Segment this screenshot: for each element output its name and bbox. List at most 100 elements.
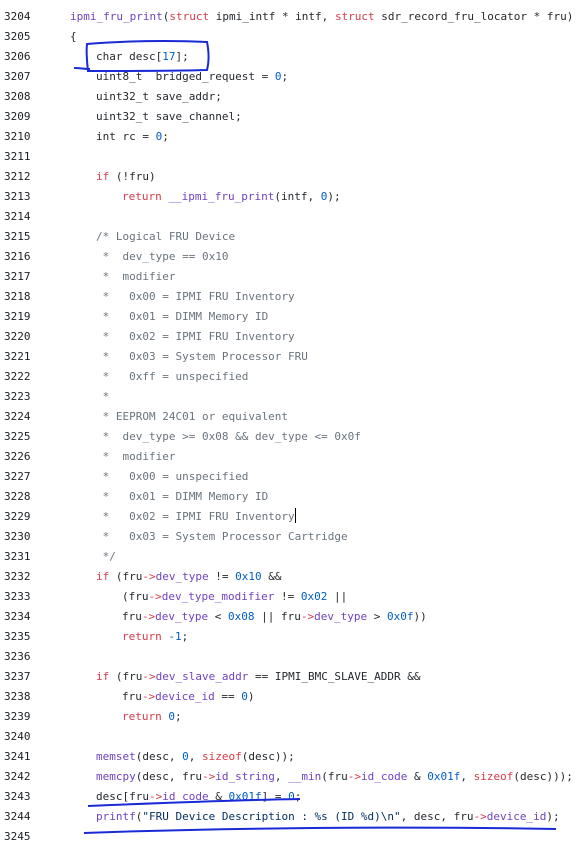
line-number[interactable]: 3207 [4,70,31,83]
code-token: (desc)); [241,750,295,763]
code-token: ( [135,810,143,823]
line-number[interactable]: 3206 [4,50,31,63]
code-line: 3217 * modifier [0,267,581,287]
line-number[interactable]: 3227 [4,470,31,483]
line-number[interactable]: 3244 [4,810,31,823]
code-token: return [122,630,162,643]
code-token: ) [247,690,255,703]
code-text: /* Logical FRU Device [58,227,235,247]
line-number[interactable]: 3205 [4,30,31,43]
line-number[interactable]: 3234 [4,610,31,623]
code-token: device_id [155,690,215,703]
line-number[interactable]: 3238 [4,690,31,703]
line-number[interactable]: 3243 [4,790,31,803]
line-number[interactable]: 3229 [4,510,31,523]
code-text [32,147,70,167]
line-number[interactable]: 3216 [4,250,31,263]
code-token: device_id [486,810,547,823]
code-line: 3221 * 0x03 = System Processor FRU [0,347,581,367]
code-token: * 0x02 = IPMI FRU Inventory [96,510,295,523]
code-line: 3236 [0,647,581,667]
line-number[interactable]: 3225 [4,430,31,443]
line-number[interactable]: 3232 [4,570,31,583]
line-number[interactable]: 3217 [4,270,31,283]
code-line: 3228 * 0x01 = DIMM Memory ID [0,487,581,507]
code-text: * dev_type == 0x10 [58,247,229,267]
line-number[interactable]: 3237 [4,670,31,683]
code-token: 0 [155,130,163,143]
code-token: -> [300,610,315,623]
line-number[interactable]: 3222 [4,370,31,383]
code-text: * 0x03 = System Processor FRU [58,347,308,367]
line-number[interactable]: 3239 [4,710,31,723]
code-token: ; [181,630,189,643]
code-token: ; [162,130,169,143]
line-number[interactable]: 3221 [4,350,31,363]
line-number[interactable]: 3209 [4,110,31,123]
code-token: dev_type [314,610,368,623]
code-token: (intf, [274,190,321,203]
code-token: id_code [162,790,209,803]
code-token: struct [334,10,375,23]
line-number[interactable]: 3219 [4,310,31,323]
code-token: == IPMI_BMC_SLAVE_ADDR && [248,670,421,683]
code-text: * 0x01 = DIMM Memory ID [58,307,269,327]
code-text: * dev_type >= 0x08 && dev_type <= 0x0f [58,427,361,447]
code-token: * 0x01 = DIMM Memory ID [96,490,269,503]
code-token: memset [96,750,136,763]
code-token: * 0x00 = unspecified [96,470,249,483]
code-token: , [460,770,474,783]
code-text: (fru->dev_type_modifier != 0x02 || [84,587,347,607]
line-number[interactable]: 3240 [4,730,31,743]
code-text: uint8_t bridged_request = 0; [58,67,288,87]
code-line: 3225 * dev_type >= 0x08 && dev_type <= 0… [0,427,581,447]
code-token: __ipmi_fru_print [168,190,275,203]
line-number[interactable]: 3230 [4,530,31,543]
line-number[interactable]: 3242 [4,770,31,783]
code-text: int rc = 0; [58,127,169,147]
line-number[interactable]: 3233 [4,590,31,603]
line-number[interactable]: 3220 [4,330,31,343]
code-token: id_string [215,770,275,783]
line-number[interactable]: 3215 [4,230,31,243]
line-number[interactable]: 3231 [4,550,31,563]
line-number[interactable]: 3213 [4,190,31,203]
code-text: * 0x00 = IPMI FRU Inventory [58,287,295,307]
code-text [32,827,70,847]
code-token: 0x10 [235,570,262,583]
line-number[interactable]: 3204 [4,10,31,23]
line-number[interactable]: 3241 [4,750,31,763]
line-number[interactable]: 3211 [4,150,31,163]
code-text: return 0; [84,707,182,727]
code-text: */ [58,547,116,567]
code-token: dev_type_modifier [161,590,275,603]
line-number[interactable]: 3226 [4,450,31,463]
line-number[interactable]: 3208 [4,90,31,103]
code-token: || [327,590,348,603]
line-number[interactable]: 3235 [4,630,31,643]
code-token: ; [281,70,289,83]
line-number[interactable]: 3245 [4,830,31,843]
code-text: if (fru->dev_slave_addr == IPMI_BMC_SLAV… [58,667,421,687]
line-number[interactable]: 3236 [4,650,31,663]
code-token: 0 [320,190,328,203]
code-token: * 0x01 = DIMM Memory ID [96,310,269,323]
line-number[interactable]: 3224 [4,410,31,423]
code-token: -> [142,570,156,583]
code-token: char desc[ [96,50,163,63]
line-number[interactable]: 3228 [4,490,31,503]
code-token: memcpy [96,770,136,783]
code-token: ( [162,10,170,23]
code-token: if [96,570,110,583]
line-number[interactable]: 3210 [4,130,31,143]
code-token: sizeof [201,750,242,763]
code-token: printf [96,810,136,823]
line-number[interactable]: 3214 [4,210,31,223]
line-number[interactable]: 3212 [4,170,31,183]
line-number[interactable]: 3223 [4,390,31,403]
line-number[interactable]: 3218 [4,290,31,303]
